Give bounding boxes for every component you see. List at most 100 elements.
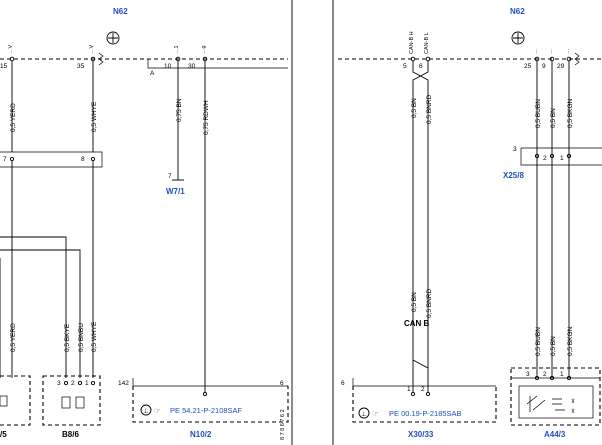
pin-name-can-h: CAN-B H	[409, 31, 415, 54]
wire-label-bnbu: 0,5 BNBU	[78, 323, 85, 352]
connector-ref-x258: X25/8	[503, 171, 524, 180]
ground-symbol-icon	[358, 407, 370, 419]
pin-connector	[90, 56, 96, 62]
pin-number-5: 5	[403, 63, 407, 70]
module-label: N62	[510, 7, 525, 16]
pe-reference-n102: PE 54.21-P-2108SAF	[170, 406, 243, 415]
wire-bnbu	[0, 249, 81, 378]
right-panel: N62 CAN-B H CAN-B L … … … 5 6 25 9 29 0,…	[332, 0, 602, 445]
b86-pin-3: 3	[57, 380, 61, 387]
wire-twist-lower	[412, 359, 429, 369]
box-pin-connector	[410, 391, 416, 397]
wire-label-yerd-upper: 0,5 YERD	[10, 103, 17, 132]
book-ref-icon: ☞	[372, 409, 379, 418]
pin-connector	[202, 56, 208, 62]
module-label: N62	[113, 7, 128, 16]
ground-ref-w71: W7/1	[166, 187, 185, 196]
box-pin-connector	[202, 391, 208, 397]
wire-label-bubn-upper: 0,5 BUBN	[535, 99, 542, 128]
pin-connector	[549, 56, 555, 62]
a443-pin-3: 3	[526, 371, 530, 378]
ground-symbol-icon	[106, 31, 120, 45]
wire-bkye	[0, 236, 67, 378]
pin-connector	[425, 56, 431, 62]
connector-strip-x258	[520, 147, 602, 166]
pin-number-25: 25	[524, 63, 532, 70]
pin-name-30: …g	[201, 45, 207, 54]
wire-label-bn-right-lower: 0,5 BN	[550, 336, 557, 356]
pin-number-15: 15	[0, 63, 8, 70]
wire-label-bnrd-upper: 0,5 BNRD	[426, 94, 433, 124]
connector-strip	[0, 151, 103, 168]
b86-pin-connector	[77, 380, 83, 386]
relay-contact-icon	[552, 398, 565, 411]
edge-code: 8 7 8 6 7 6 2	[280, 409, 286, 440]
book-ref-icon: ☞	[154, 406, 161, 415]
wire-label-bn-right-upper: 0,5 BN	[550, 108, 557, 128]
component-label-x3033: X30/33	[408, 430, 434, 439]
strip-pin-connector	[90, 156, 96, 162]
pin-connector	[175, 56, 181, 62]
pin-number-29: 29	[557, 63, 565, 70]
pin-name-can-l: CAN-B L	[424, 32, 430, 54]
a443-pin-2: 2	[543, 371, 547, 378]
b86-pin-connector	[90, 380, 96, 386]
component-box-b86	[42, 375, 101, 426]
a443-pin-connector	[534, 375, 540, 381]
box-pin-142: 142	[118, 380, 129, 387]
component-box-x3033	[352, 386, 497, 423]
pin-name-35: …V	[89, 45, 95, 55]
ground-symbol-cross	[513, 33, 523, 43]
pin-number-10: 10	[164, 63, 172, 70]
pin-name-9: …	[548, 49, 554, 55]
pin-connector	[9, 56, 15, 62]
component-label-left: /5	[0, 430, 7, 439]
pin-number-6: 6	[419, 63, 423, 70]
pe-reference-x3033: PE 00.19-P-2185SAB	[389, 409, 462, 418]
box-pin-6: 6	[341, 380, 345, 387]
marker-a: A	[150, 70, 155, 77]
a443-pin-1: 1	[560, 371, 564, 378]
box-pin-connector	[425, 391, 431, 397]
pin-connector	[534, 56, 540, 62]
strip-pin-connector	[534, 153, 540, 159]
sensor-element-icon	[75, 396, 85, 409]
b86-pin-1: 1	[85, 380, 89, 387]
pin-name-25: …	[533, 49, 539, 55]
wire-label-bkgn-lower: 0,5 BKGN	[567, 326, 574, 356]
wire-label-bn-upper: 0,5 BN	[411, 98, 418, 118]
ground-symbol-glyph: ⊥	[143, 408, 149, 415]
pin-name-10: …1	[174, 45, 180, 54]
component-box-left	[0, 375, 31, 426]
shield-zigzag-icon	[98, 52, 104, 66]
pin-number-35: 35	[77, 63, 85, 70]
wire-label-whye-upper: 0,5 WHYE	[91, 101, 98, 132]
x258-pin-1: 1	[560, 155, 564, 162]
module-inner-ledge	[147, 59, 288, 69]
ground-symbol-icon	[511, 31, 525, 45]
component-box-a443	[510, 367, 601, 426]
wire-label-bkye: 0,5 BKYE	[64, 323, 71, 352]
wire-label-bkgn-upper: 0,5 BKGN	[567, 98, 574, 128]
ground-symbol-cross	[108, 33, 118, 43]
switch-contact-icon	[526, 395, 546, 412]
strip-pin-7: 7	[3, 156, 7, 163]
a443-inner-box	[518, 385, 594, 419]
component-label-a443: A44/3	[544, 430, 566, 439]
ground-pin-number: 7	[168, 173, 172, 180]
wire-label-bubn-lower: 0,5 BUBN	[535, 327, 542, 356]
pin-connector	[566, 56, 572, 62]
box-pin-6: 6	[280, 380, 284, 387]
pin-number-9: 9	[542, 63, 546, 70]
component-label-n102: N10/2	[190, 430, 212, 439]
wire-label-rdwh: 0,75 RDWH	[203, 100, 210, 135]
strip-pin-connector	[549, 153, 555, 159]
pin-name-29: …	[565, 49, 571, 55]
pin-connector	[410, 56, 416, 62]
can-bus-label: CAN B	[404, 319, 430, 328]
left-panel: N62 A …V …V …1 …g 15 35 10 30 0,5 YERD 0…	[0, 0, 293, 445]
strip-pin-connector	[566, 153, 572, 159]
ground-symbol-icon	[140, 404, 152, 416]
strip-pin-8: 8	[81, 156, 85, 163]
